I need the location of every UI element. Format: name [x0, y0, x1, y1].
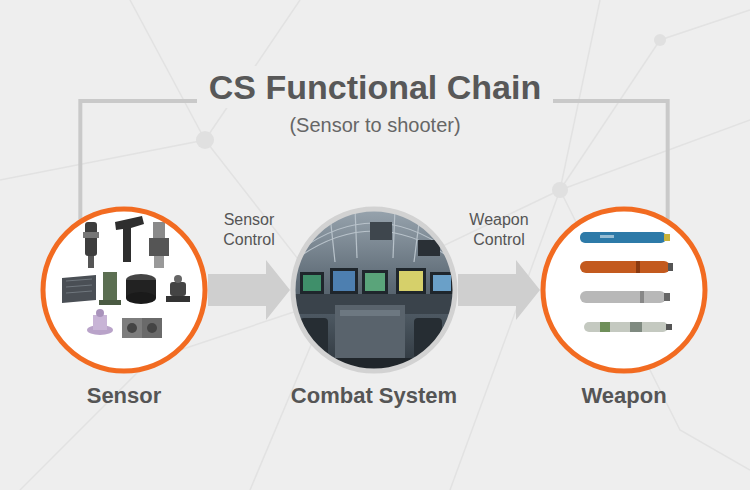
bracket-line — [80, 101, 667, 219]
node-heading: Combat System — [291, 382, 457, 410]
block-arrow — [458, 260, 540, 320]
circle-outline — [40, 206, 208, 374]
block-arrow — [208, 260, 290, 320]
edge-label-holder: Weapon Control — [444, 210, 554, 250]
node-heading: Weapon — [581, 382, 666, 410]
circle-outline — [290, 206, 458, 374]
connector — [208, 260, 290, 320]
subtitle-holder: (Sensor to shooter) — [0, 113, 750, 137]
edge-label-holder: Sensor Control — [194, 210, 304, 250]
node-heading-holder: Combat System — [230, 382, 518, 410]
connector — [80, 101, 667, 219]
connector — [458, 260, 540, 320]
node-heading-holder: Weapon — [480, 382, 750, 410]
title-holder: CS Functional Chain — [0, 66, 750, 108]
circle-outline — [540, 206, 708, 374]
circle-node: Sensor — [40, 206, 208, 374]
edge-label: Weapon Control — [456, 210, 542, 250]
subtitle: (Sensor to shooter) — [283, 113, 466, 137]
circle-node: Weapon — [540, 206, 708, 374]
edge-label: Sensor Control — [206, 210, 292, 250]
diagram-title: CS Functional Chain — [197, 66, 553, 108]
node-heading: Sensor — [87, 382, 162, 410]
circle-ring — [543, 209, 705, 371]
circle-ring — [43, 209, 205, 371]
circle-ring — [293, 209, 455, 371]
node-heading-holder: Sensor — [0, 382, 268, 410]
circle-node: Combat System — [290, 206, 458, 374]
